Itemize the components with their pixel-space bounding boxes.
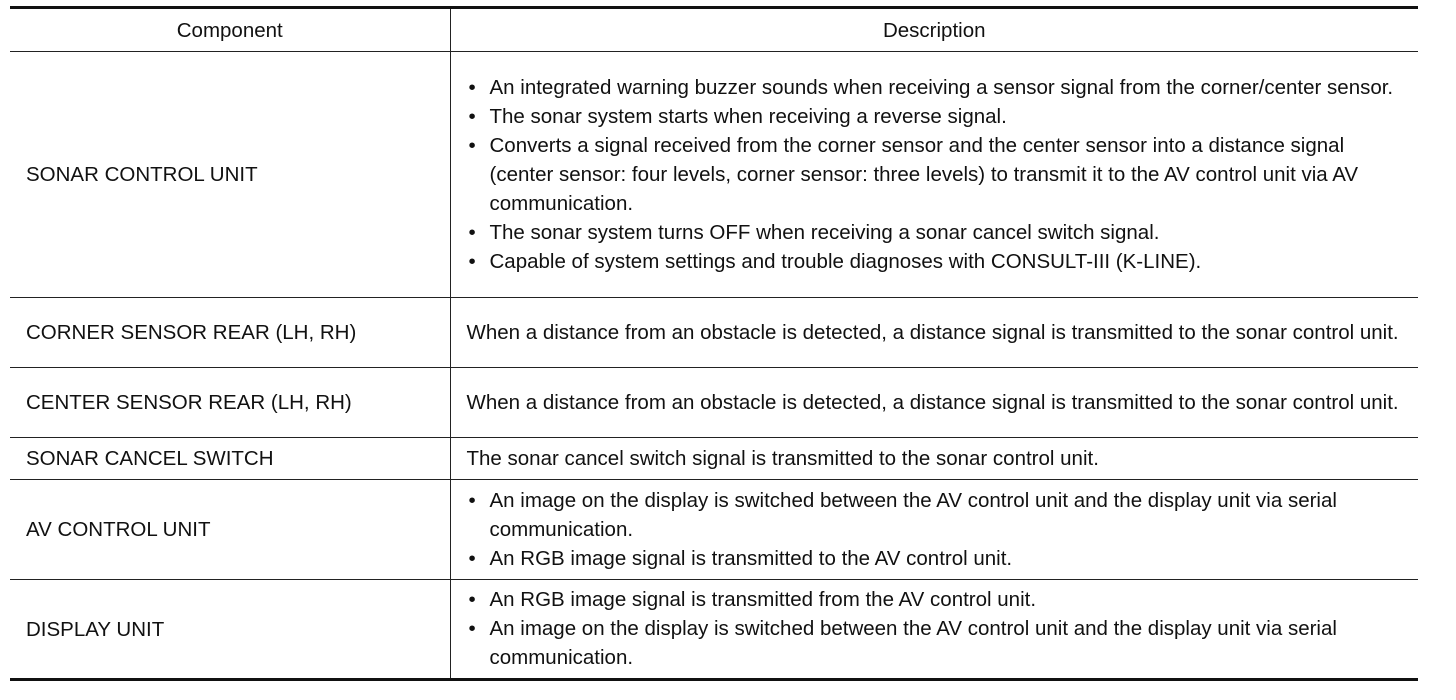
bullet-icon: •	[468, 249, 476, 273]
component-cell: SONAR CONTROL UNIT	[10, 51, 451, 298]
list-item-text: An image on the display is switched betw…	[489, 617, 1337, 669]
list-item: • An RGB image signal is transmitted to t…	[467, 544, 1405, 573]
list-item: • The sonar system turns OFF when receivi…	[467, 218, 1405, 247]
bullet-icon: •	[468, 75, 476, 99]
bullet-icon: •	[468, 220, 476, 244]
table-row: DISPLAY UNIT • An RGB image signal is tra…	[10, 579, 1418, 680]
description-cell: When a distance from an obstacle is dete…	[449, 297, 1418, 368]
list-item: • An image on the display is switched bet…	[467, 614, 1405, 672]
component-cell: CENTER SENSOR REAR (LH, RH)	[10, 367, 451, 438]
component-cell: SONAR CANCEL SWITCH	[10, 437, 451, 480]
table-header-row: Component Description	[10, 7, 1418, 52]
bullet-icon: •	[468, 617, 476, 640]
bullet-icon: •	[468, 488, 476, 512]
component-cell: DISPLAY UNIT	[10, 579, 451, 680]
component-cell: CORNER SENSOR REAR (LH, RH)	[10, 297, 451, 368]
description-cell: • An integrated warning buzzer sounds whe…	[449, 51, 1418, 298]
description-cell: • An RGB image signal is transmitted from…	[449, 579, 1418, 680]
table-row: CENTER SENSOR REAR (LH, RH) When a dista…	[10, 367, 1418, 438]
list-item: • Capable of system settings and trouble …	[467, 247, 1405, 276]
component-cell: AV CONTROL UNIT	[10, 479, 451, 580]
bullet-icon: •	[468, 546, 476, 570]
description-cell: • An image on the display is switched bet…	[449, 479, 1418, 580]
list-item: • An integrated warning buzzer sounds whe…	[467, 73, 1405, 102]
bullet-list: • An image on the display is switched bet…	[467, 486, 1405, 573]
bullet-icon: •	[468, 133, 476, 157]
list-item: • An image on the display is switched bet…	[467, 486, 1405, 544]
list-item-text: An RGB image signal is transmitted to th…	[489, 546, 1013, 570]
bullet-icon: •	[468, 104, 476, 128]
list-item-text: An image on the display is switched betw…	[489, 488, 1337, 541]
list-item: • Converts a signal received from the cor…	[467, 131, 1405, 218]
table-row: SONAR CONTROL UNIT • An integrated warnin…	[10, 51, 1418, 298]
table-row: AV CONTROL UNIT • An image on the display…	[10, 479, 1418, 580]
list-item-text: The sonar system starts when receiving a…	[489, 104, 1007, 128]
description-cell: The sonar cancel switch signal is transm…	[449, 437, 1418, 480]
component-description-table: Component Description SONAR CONTROL UNIT…	[10, 6, 1418, 681]
header-component: Component	[10, 7, 451, 52]
list-item-text: Capable of system settings and trouble d…	[489, 249, 1202, 273]
bullet-list: • An RGB image signal is transmitted from…	[467, 585, 1405, 672]
bullet-list: • An integrated warning buzzer sounds whe…	[467, 73, 1405, 276]
list-item: • An RGB image signal is transmitted from…	[467, 585, 1405, 614]
table-row: SONAR CANCEL SWITCH The sonar cancel swi…	[10, 437, 1418, 480]
list-item: • The sonar system starts when receiving …	[467, 102, 1405, 131]
list-item-text: An integrated warning buzzer sounds when…	[489, 75, 1394, 99]
description-cell: When a distance from an obstacle is dete…	[449, 367, 1418, 438]
header-description: Description	[449, 7, 1418, 52]
list-item-text: The sonar system turns OFF when receivin…	[489, 220, 1160, 244]
list-item-text: An RGB image signal is transmitted from …	[489, 588, 1037, 611]
list-item-text: Converts a signal received from the corn…	[489, 133, 1359, 215]
table-row: CORNER SENSOR REAR (LH, RH) When a dista…	[10, 297, 1418, 368]
bullet-icon: •	[468, 588, 476, 611]
